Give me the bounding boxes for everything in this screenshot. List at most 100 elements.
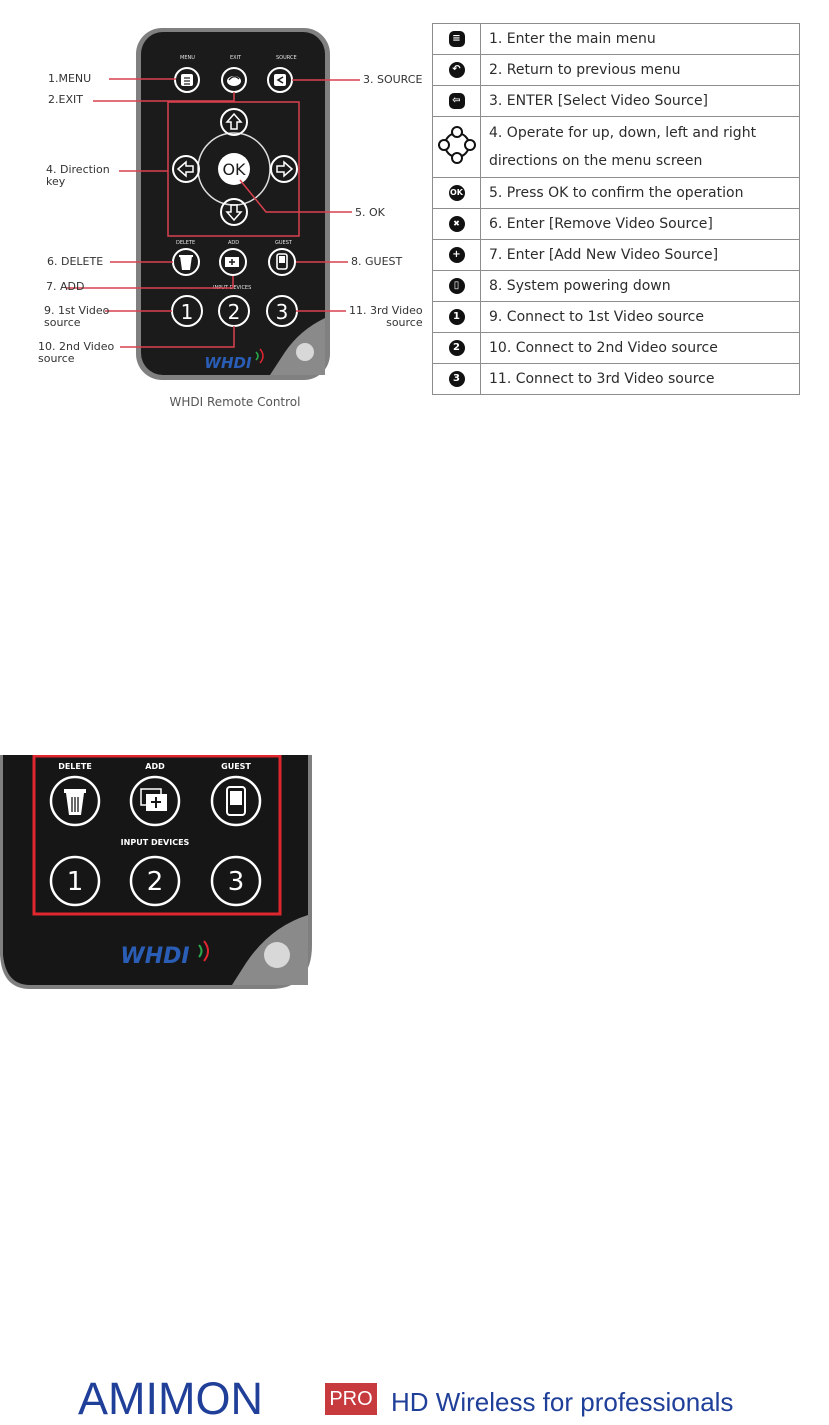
- svg-text:2: 2: [147, 867, 164, 897]
- amimon-logo: AMIMON: [78, 1373, 263, 1424]
- source-3-button[interactable]: 3: [266, 295, 298, 327]
- up-button[interactable]: [220, 108, 248, 136]
- svg-text:2: 2: [228, 300, 241, 324]
- ok-label: OK: [222, 160, 246, 179]
- direction-highlight-box: [167, 101, 300, 237]
- legend-row: OK 5. Press OK to confirm the operation: [432, 177, 800, 209]
- digit-1-icon: 1: [448, 309, 465, 325]
- digit-3-icon: 3: [448, 371, 465, 387]
- remote-corner-panel: [270, 318, 325, 375]
- svg-text:1: 1: [67, 867, 84, 897]
- svg-text:ADD: ADD: [228, 240, 239, 246]
- svg-text:GUEST: GUEST: [275, 240, 293, 246]
- direction-pad[interactable]: OK: [172, 108, 298, 226]
- legend-table: ≡ 1. Enter the main menu ↶ 2. Return to …: [432, 23, 800, 395]
- callout-exit: 2.EXIT: [48, 93, 83, 106]
- legend-text: 3. ENTER [Select Video Source]: [480, 85, 800, 117]
- svg-text:3: 3: [228, 867, 245, 897]
- ok-button[interactable]: [218, 153, 250, 185]
- legend-text: 11. Connect to 3rd Video source: [480, 363, 800, 395]
- legend-text: 9. Connect to 1st Video source: [480, 301, 800, 333]
- source-2-button[interactable]: 2: [218, 295, 250, 327]
- svg-text:1: 1: [181, 300, 194, 324]
- remote-diagram: MENU EXIT SOURCE DELETE ADD GUEST INPUT …: [0, 0, 430, 420]
- legend-text: 8. System powering down: [480, 270, 800, 302]
- delete-button[interactable]: [172, 248, 200, 276]
- source-button[interactable]: [267, 67, 293, 93]
- zoomed-remote-svg: DELETE ADD GUEST INPUT DEVICES 1: [0, 754, 312, 989]
- legend-text: 1. Enter the main menu: [480, 23, 800, 55]
- svg-text:EXIT: EXIT: [230, 55, 242, 61]
- down-button[interactable]: [220, 198, 248, 226]
- legend-row: 4. Operate for up, down, left and right …: [432, 116, 800, 178]
- legend-row: + 7. Enter [Add New Video Source]: [432, 239, 800, 271]
- diagram-caption: WHDI Remote Control: [170, 395, 301, 409]
- callout-direction: 4. Direction key: [46, 163, 110, 188]
- menu-button[interactable]: [174, 67, 200, 93]
- zoom-source-3-button[interactable]: 3: [210, 855, 262, 907]
- footer-brand: AMIMON PRO HD Wireless for professionals: [78, 1374, 778, 1424]
- callout-menu: 1.MENU: [48, 72, 92, 85]
- svg-text:SOURCE: SOURCE: [276, 55, 297, 61]
- zoom-source-2-button[interactable]: 2: [129, 855, 181, 907]
- brand-tagline: HD Wireless for professionals: [391, 1387, 734, 1417]
- callout-lines: [66, 78, 360, 348]
- legend-text: 2. Return to previous menu: [480, 54, 800, 86]
- legend-row: ⇦ 3. ENTER [Select Video Source]: [432, 85, 800, 117]
- zoom-highlight-box: [32, 754, 282, 916]
- legend-row: ✖ 6. Enter [Remove Video Source]: [432, 208, 800, 240]
- right-button[interactable]: [270, 155, 298, 183]
- legend-row: ▯ 8. System powering down: [432, 270, 800, 302]
- svg-text:DELETE: DELETE: [58, 762, 92, 771]
- svg-text:ADD: ADD: [145, 762, 165, 771]
- guest-icon: ▯: [448, 278, 465, 294]
- zoom-guest-button[interactable]: [210, 775, 262, 827]
- legend-text: 4. Operate for up, down, left and right …: [480, 116, 800, 178]
- callout-add: 7. ADD: [46, 280, 85, 293]
- zoomed-lanyard-hole: [264, 942, 290, 968]
- zoom-whdi-logo: WHDI: [120, 944, 189, 969]
- callout-guest: 8. GUEST: [351, 255, 403, 268]
- svg-text:3: 3: [276, 300, 289, 324]
- legend-row: ≡ 1. Enter the main menu: [432, 23, 800, 55]
- legend-text: 7. Enter [Add New Video Source]: [480, 239, 800, 271]
- remote-diagram-svg: MENU EXIT SOURCE DELETE ADD GUEST INPUT …: [66, 28, 360, 409]
- zoom-source-1-button[interactable]: 1: [49, 855, 101, 907]
- direction-pad-icon: [437, 126, 476, 164]
- svg-text:INPUT DEVICES: INPUT DEVICES: [121, 838, 190, 847]
- add-button[interactable]: [219, 248, 247, 276]
- ok-icon: OK: [448, 185, 465, 201]
- phone-icon: [226, 786, 246, 816]
- add-icon: +: [448, 247, 465, 263]
- svg-text:MENU: MENU: [180, 55, 195, 61]
- guest-button[interactable]: [268, 248, 296, 276]
- legend-text: 6. Enter [Remove Video Source]: [480, 208, 800, 240]
- left-button[interactable]: [172, 155, 200, 183]
- menu-icon: ≡: [448, 31, 465, 47]
- legend-row: ↶ 2. Return to previous menu: [432, 54, 800, 86]
- svg-text:DELETE: DELETE: [176, 240, 195, 246]
- whdi-logo: WHDI: [204, 354, 252, 372]
- exit-button[interactable]: [221, 67, 247, 93]
- callout-third: 11. 3rd Video source: [349, 304, 423, 329]
- legend-text: 5. Press OK to confirm the operation: [480, 177, 800, 209]
- legend-row: 1 9. Connect to 1st Video source: [432, 301, 800, 333]
- legend-row: 2 10. Connect to 2nd Video source: [432, 332, 800, 364]
- lanyard-hole: [296, 343, 314, 361]
- exit-icon: ↶: [448, 62, 465, 78]
- callout-source: 3. SOURCE: [363, 73, 423, 86]
- svg-text:GUEST: GUEST: [221, 762, 251, 771]
- source-icon: ⇦: [448, 93, 465, 109]
- digit-2-icon: 2: [448, 340, 465, 356]
- legend-text: 10. Connect to 2nd Video source: [480, 332, 800, 364]
- zoom-add-button[interactable]: [129, 775, 181, 827]
- callout-second: 10. 2nd Video source: [38, 340, 115, 365]
- zoom-delete-button[interactable]: [49, 775, 101, 827]
- legend-row: 3 11. Connect to 3rd Video source: [432, 363, 800, 395]
- delete-icon: ✖: [448, 216, 465, 232]
- callout-delete: 6. DELETE: [47, 255, 104, 268]
- source-1-button[interactable]: 1: [171, 295, 203, 327]
- zoomed-remote-figure: DELETE ADD GUEST INPUT DEVICES 1: [0, 754, 320, 991]
- callout-first: 9. 1st Video source: [44, 304, 110, 329]
- pro-badge: PRO: [325, 1383, 377, 1415]
